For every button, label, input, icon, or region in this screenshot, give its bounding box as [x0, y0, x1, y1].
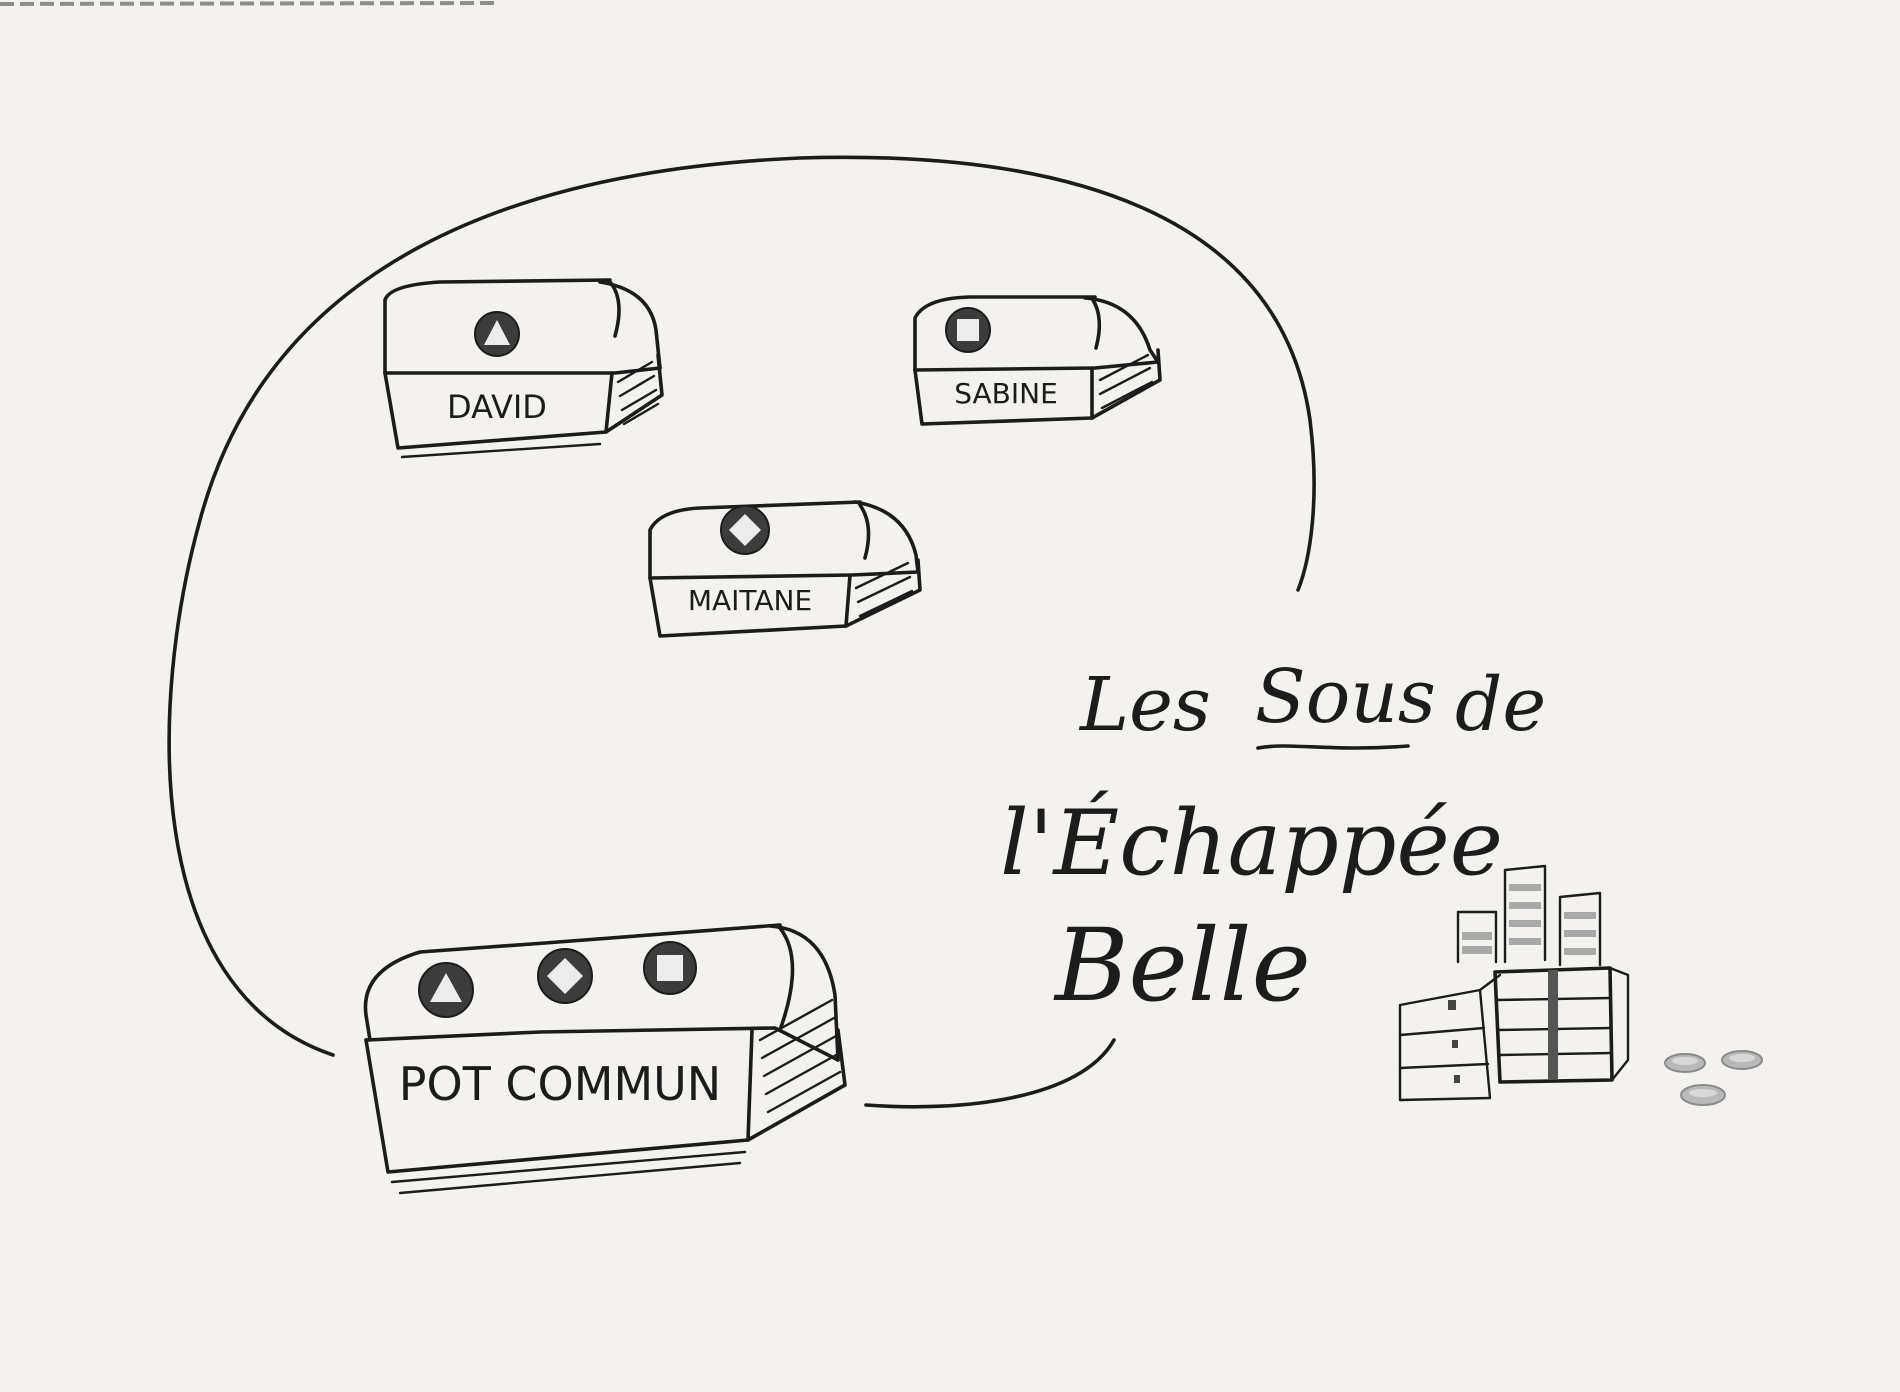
chest-label-pot-commun: POT COMMUN: [399, 1057, 721, 1111]
chest-pot-commun: POT COMMUN: [363, 923, 847, 1195]
chest-maitane: MAITANE: [648, 500, 922, 638]
title-word-de: de: [1455, 662, 1546, 748]
sous-underline: [1256, 744, 1410, 750]
encircling-loop: [167, 155, 1316, 1057]
title-word-les: Les: [1078, 662, 1211, 748]
chest-label-maitane: MAITANE: [688, 584, 812, 617]
money-stacks-icon: [1398, 864, 1630, 1102]
chest-sabine: SABINE: [913, 295, 1162, 426]
paper-edge-smudge: [0, 1, 501, 6]
title-line-echappee: l'Échappée: [1000, 790, 1503, 896]
title-line-belle: Belle: [1053, 907, 1311, 1024]
chest-david: DAVID: [383, 278, 664, 459]
coins-icon: [1664, 1050, 1763, 1106]
title-block: Les Sous de l'Échappée Belle: [1000, 654, 1546, 1024]
chest-label-david: DAVID: [447, 388, 547, 426]
loop-tail: [864, 1038, 1116, 1109]
title-word-sous: Sous: [1255, 654, 1436, 740]
chest-label-sabine: SABINE: [954, 377, 1058, 410]
